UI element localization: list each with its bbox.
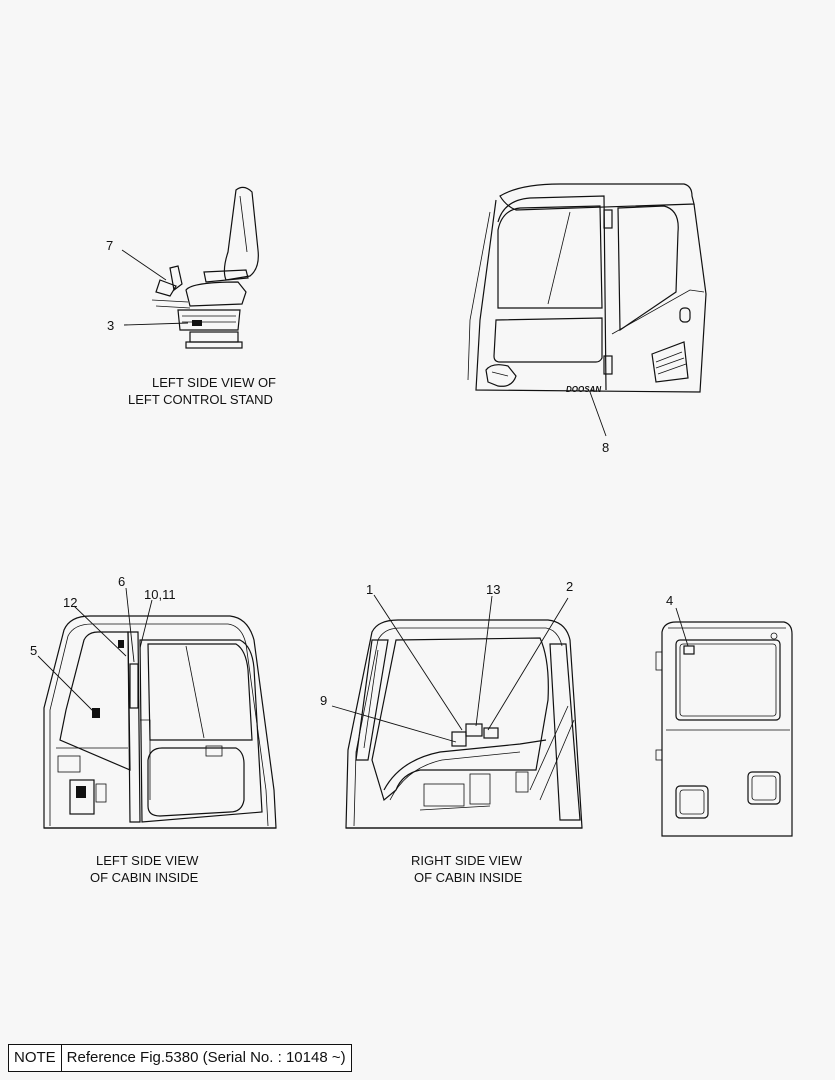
callout-3: 3 (107, 318, 114, 333)
caption-left-inside-line2: OF CABIN INSIDE (90, 870, 199, 885)
cabin-rear-view: 4 (655, 593, 793, 837)
control-stand-view: 7 3 LEFT SIDE VIEW OF LEFT CONTROL STAND (106, 186, 276, 407)
callout-7: 7 (106, 238, 113, 253)
caption-control-stand-line2: LEFT CONTROL STAND (128, 392, 273, 407)
caption-left-inside-line1: LEFT SIDE VIEW (96, 853, 199, 868)
callout-12: 12 (63, 595, 77, 610)
caption-right-inside-line1: RIGHT SIDE VIEW (411, 853, 523, 868)
cabin-left-inside-view: 6 10,11 12 5 LEFT SIDE VIEW OF CABIN INS… (30, 574, 277, 885)
brand-logo: DOOSAN (566, 385, 601, 394)
note-key: NOTE (9, 1045, 62, 1071)
callout-4: 4 (666, 593, 673, 608)
callout-8: 8 (602, 440, 609, 455)
cabin-exterior-view: DOOSAN 8 (467, 183, 707, 455)
callout-1: 1 (366, 582, 373, 597)
cabin-right-inside-view: 1 13 2 9 RIGHT SIDE VIEW OF CABIN INSIDE (320, 579, 583, 885)
callout-2: 2 (566, 579, 573, 594)
callout-13: 13 (486, 582, 500, 597)
callout-9: 9 (320, 693, 327, 708)
callout-6: 6 (118, 574, 125, 589)
note-text: Reference Fig.5380 (Serial No. : 10148 ~… (66, 1049, 346, 1066)
callout-5: 5 (30, 643, 37, 658)
caption-right-inside-line2: OF CABIN INSIDE (414, 870, 523, 885)
caption-control-stand-line1: LEFT SIDE VIEW OF (152, 375, 276, 390)
callout-10-11: 10,11 (144, 587, 176, 602)
reference-note: NOTE Reference Fig.5380 (Serial No. : 10… (8, 1044, 352, 1072)
